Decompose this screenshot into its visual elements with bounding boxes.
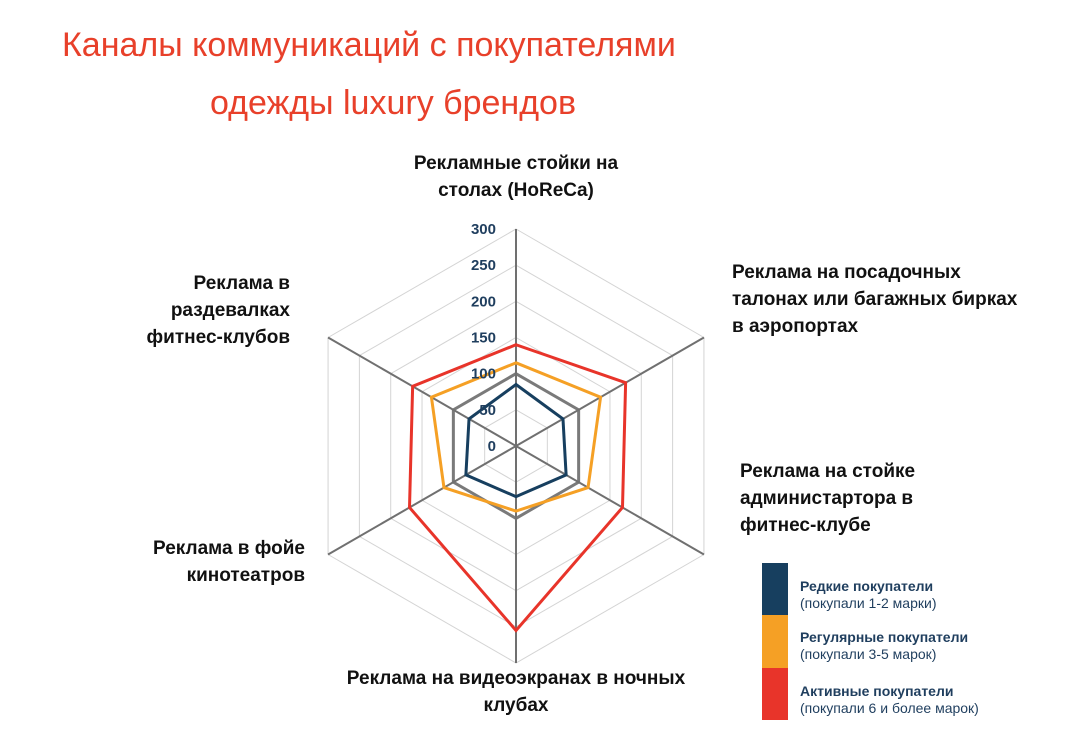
- category-label-horeca: Рекламные стойки на столах (HoReCa): [413, 153, 619, 201]
- axis-spoke: [515, 336, 705, 447]
- tick-label: 250: [471, 257, 496, 274]
- axis-spoke: [327, 336, 517, 447]
- category-label-airport: Реклама на посадочных талонах или багажн…: [732, 262, 1018, 337]
- legend-note: (покупали 6 и более марок): [800, 700, 979, 716]
- axis-spoke: [327, 445, 517, 556]
- chart-title-line-1: Каналы коммуникаций с покупателями: [62, 26, 676, 64]
- legend-label: Редкие покупатели: [800, 578, 934, 594]
- tick-label: 0: [488, 438, 496, 455]
- radar-series: [407, 343, 628, 633]
- chart-title-line-2: одежды luxury брендов: [210, 84, 577, 122]
- axis-spoke: [515, 445, 705, 556]
- legend-item-regular: Регулярные покупатели (покупали 3-5 маро…: [800, 629, 968, 663]
- radar-tick-labels: 0 50 100 150 200 250 300: [471, 221, 496, 455]
- legend-label: Активные покупатели: [800, 683, 954, 699]
- tick-label: 150: [471, 330, 496, 347]
- legend-item-active: Активные покупатели (покупали 6 и более …: [800, 683, 979, 717]
- legend-note: (покупали 3-5 марок): [800, 646, 937, 662]
- legend-swatch-rare: [762, 563, 788, 615]
- legend-swatch-active: [762, 668, 788, 720]
- category-label-cinema: Реклама в фойе кинотеатров: [153, 538, 305, 586]
- legend-swatch-regular: [762, 615, 788, 668]
- legend-note: (покупали 1-2 марки): [800, 595, 937, 611]
- series-line-2: [407, 343, 628, 633]
- tick-label: 200: [471, 293, 496, 310]
- category-label-fitness-lockers: Реклама в раздевалках фитнес-клубов: [146, 273, 290, 348]
- legend-label: Регулярные покупатели: [800, 629, 969, 645]
- category-label-nightclubs: Реклама на видеоэкранах в ночных клубах: [346, 668, 686, 716]
- category-label-fitness-desk: Реклама на стойке администартора в фитне…: [740, 461, 916, 536]
- tick-label: 300: [471, 221, 496, 238]
- legend-item-rare: Редкие покупатели (покупали 1-2 марки): [800, 578, 937, 612]
- radar-grid: [327, 228, 705, 664]
- tick-label: 100: [471, 366, 496, 383]
- tick-label: 50: [479, 402, 496, 419]
